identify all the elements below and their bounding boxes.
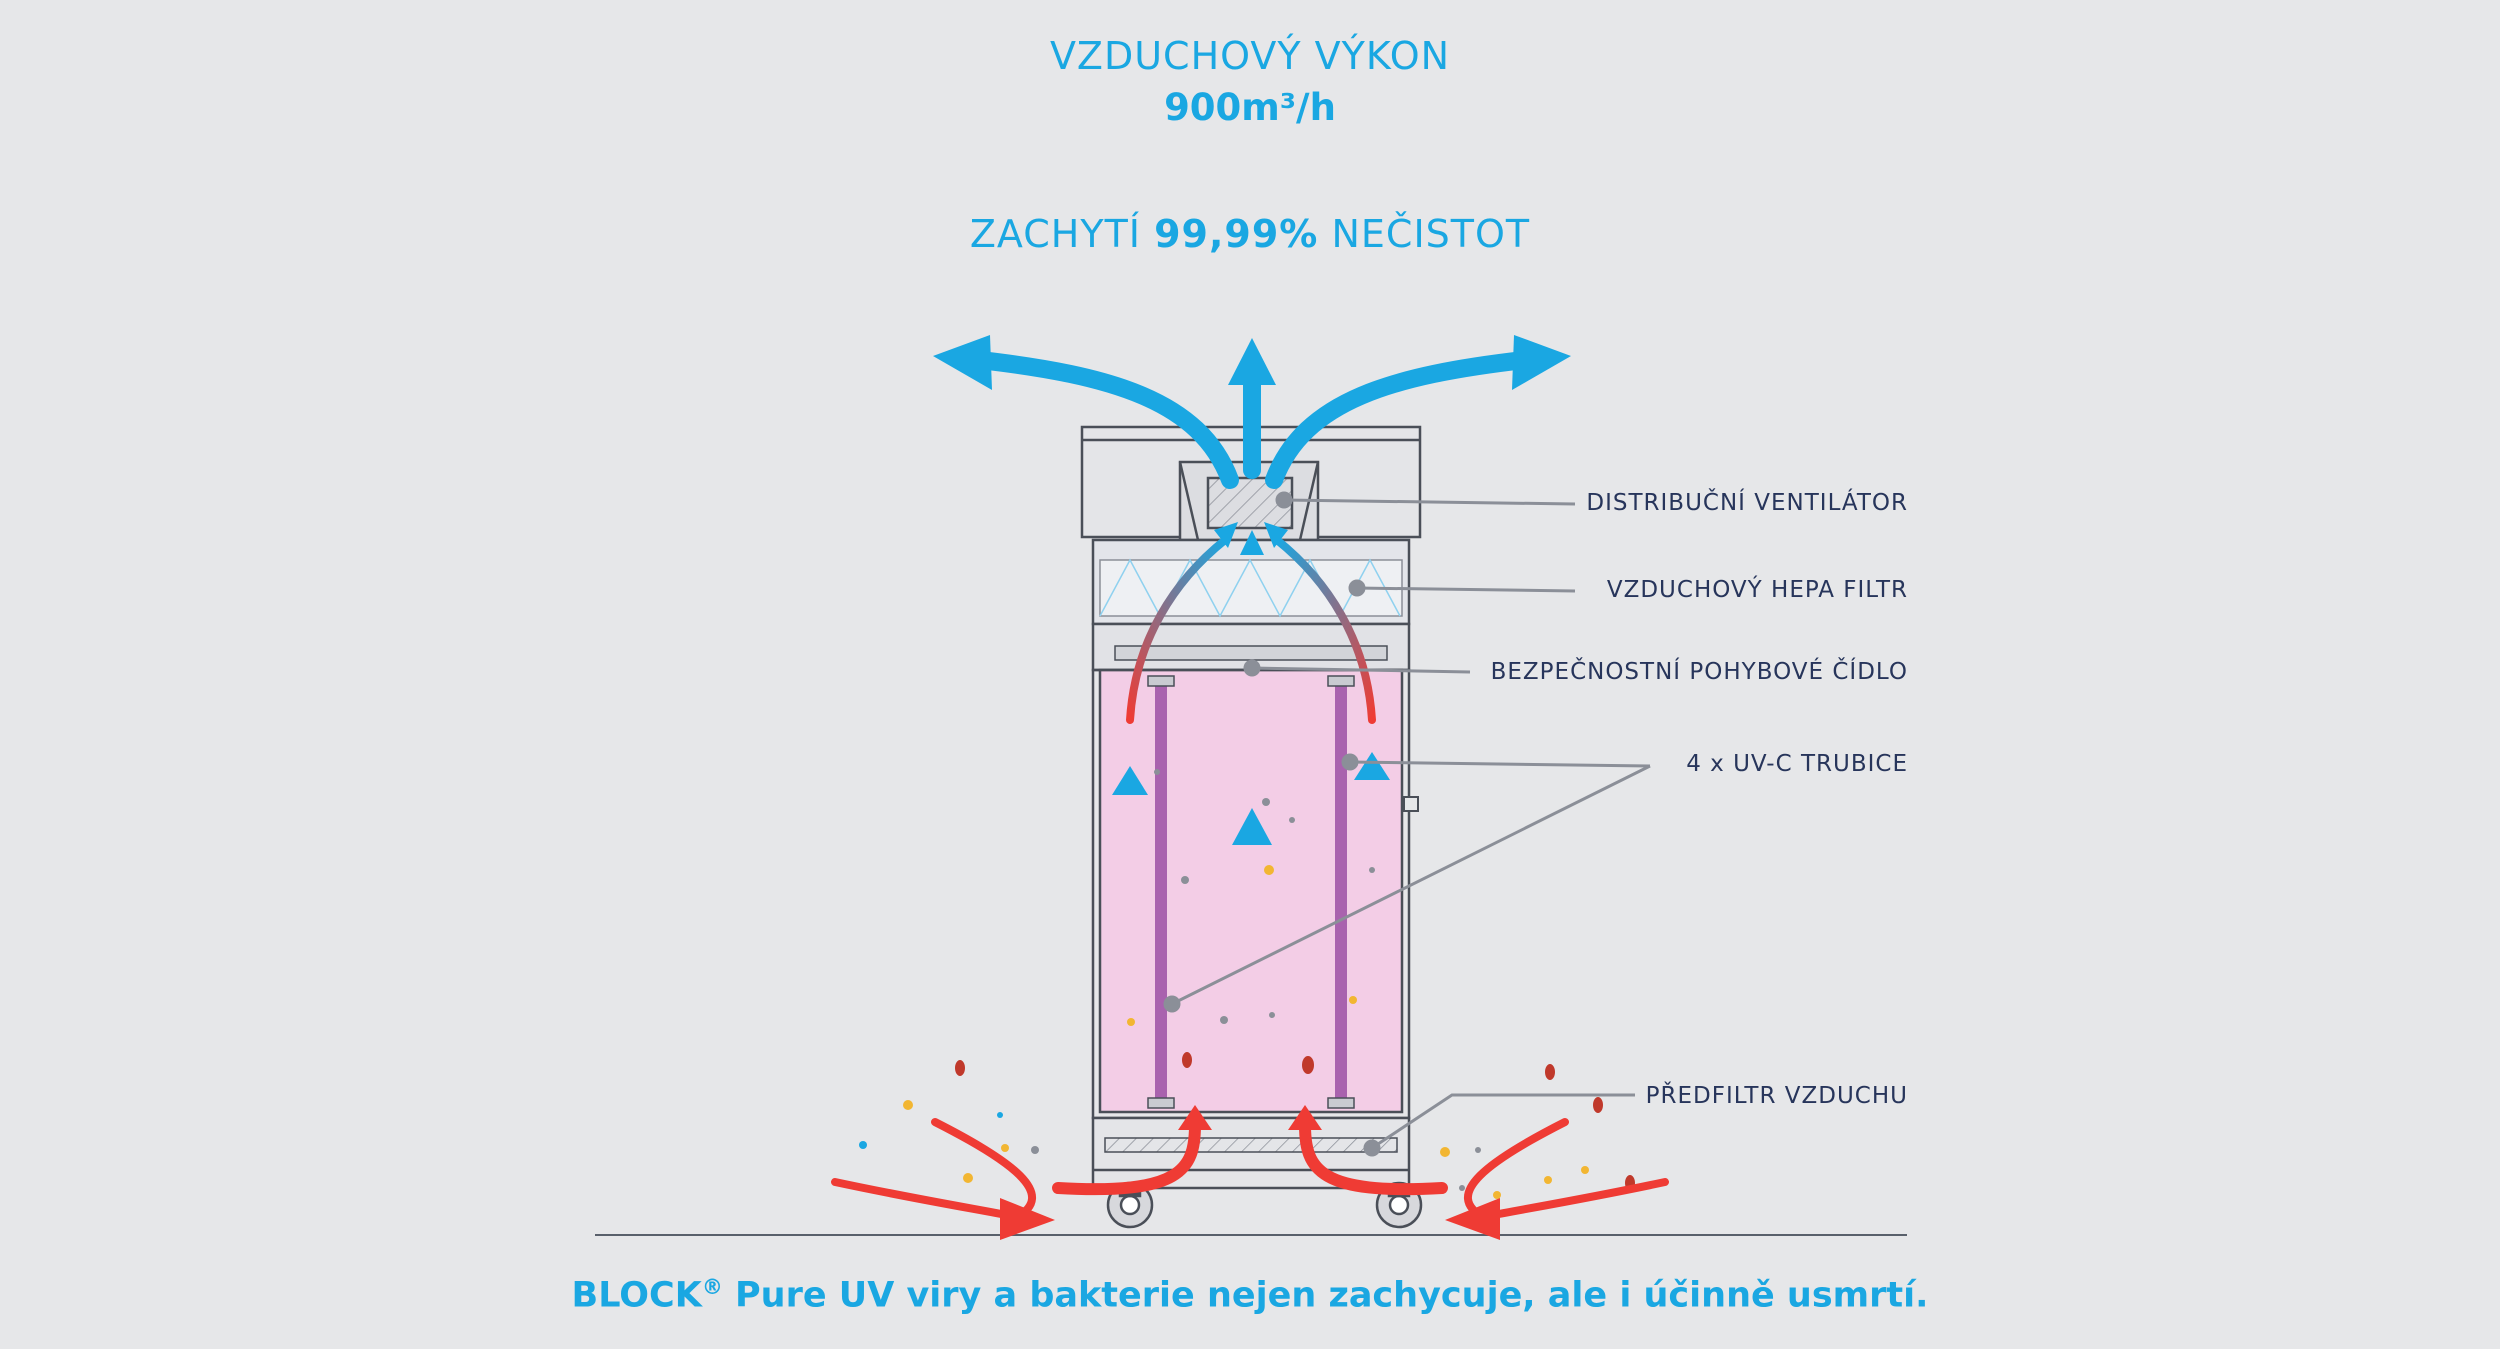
capture-suffix: NEČISTOT [1331,212,1531,256]
airflow-arrow [1126,536,1229,724]
callout-fan: DISTRIBUČNÍ VENTILÁTOR [1586,490,1908,516]
leader-sensor [1251,666,1471,674]
intake-arrow [1484,1178,1669,1220]
callout-uvc: 4 x UV-C TRUBICE [1686,751,1908,777]
callout-prefilter: PŘEDFILTR VZDUCHU [1645,1083,1908,1109]
intake-arrow [831,1178,1016,1220]
arrowhead [1512,335,1571,390]
callout-lines [1163,491,1651,1157]
outflow-arrow-left [971,351,1239,489]
capture-rate-heading: ZACHYTÍ 99,99% NEČISTOT [0,212,2500,256]
particles [859,769,1635,1199]
leader-uvc-b [1171,764,1651,1006]
uv-tube [1335,682,1347,1102]
brand-name: BLOCK [571,1275,702,1316]
callout-hepa: VZDUCHOVÝ HEPA FILTR [1606,577,1908,603]
intake-arrows [831,1105,1669,1240]
leader-fan [1283,498,1576,506]
airflow-arrow [1273,536,1376,724]
uv-tube [1155,682,1167,1102]
outflow-arrow-right [1265,351,1533,489]
trademark-symbol: ® [701,1275,723,1299]
airflow-value: 900m³/h [1164,86,1336,129]
tagline-text: Pure UV viry a bakterie nejen zachycuje,… [735,1275,1929,1316]
leader-uvc-a [1349,760,1651,768]
footer-tagline: BLOCK® Pure UV viry a bakterie nejen zac… [0,1275,2500,1316]
leader-hepa [1356,586,1576,593]
base-prefilter [1091,1116,1411,1190]
arrowhead [933,335,992,390]
airflow-label: VZDUCHOVÝ VÝKON [1049,34,1451,78]
callout-sensor: BEZPEČNOSTNÍ POHYBOVÉ ČÍDLO [1490,659,1908,685]
outflow-arrows [933,335,1571,489]
intake-arrow [1299,1119,1448,1196]
leader-prefilter [1371,1093,1635,1150]
arrowhead [1228,338,1276,385]
capture-value: 99,99% [1154,212,1319,256]
capture-prefix: ZACHYTÍ [969,212,1141,256]
internal-airflow [1112,522,1390,1102]
intake-arrow [1052,1119,1201,1196]
